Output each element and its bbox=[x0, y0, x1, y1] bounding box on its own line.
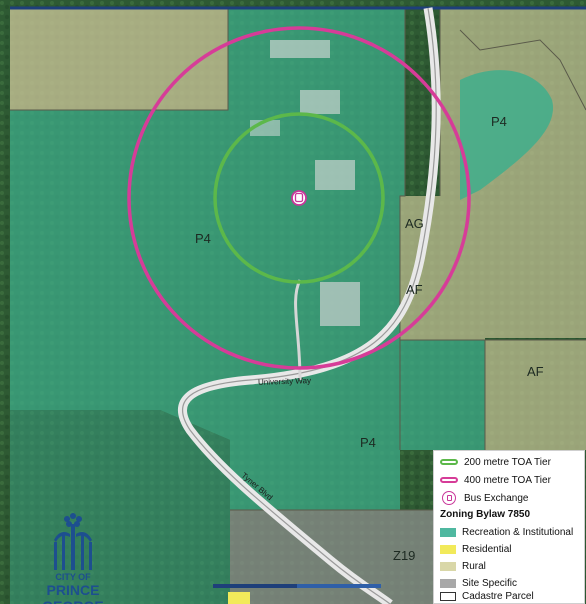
legend-row-cadastre: Cadastre Parcel bbox=[440, 589, 534, 603]
scale-bar-light bbox=[297, 584, 381, 588]
zone-label-z19: Z19 bbox=[393, 548, 416, 563]
legend-label-residential: Residential bbox=[462, 543, 512, 555]
zone-label-af: AF bbox=[406, 282, 423, 297]
tier-400-swatch bbox=[440, 477, 458, 483]
zone-label-p4-campus: P4 bbox=[195, 231, 211, 246]
legend-row-tier-200: 200 metre TOA Tier bbox=[440, 455, 551, 469]
legend-row-tier-400: 400 metre TOA Tier bbox=[440, 473, 551, 487]
logo-line-2: PRINCE GEORGE bbox=[42, 582, 103, 604]
zone-label-af-se: AF bbox=[527, 364, 544, 379]
scale-bar-dark bbox=[213, 584, 297, 588]
tier-400-circle bbox=[127, 26, 471, 370]
legend-label-tier-400: 400 metre TOA Tier bbox=[464, 474, 551, 486]
zone-label-ag: AG bbox=[405, 216, 424, 231]
bus-icon bbox=[442, 491, 456, 505]
tier-200-swatch bbox=[440, 459, 458, 465]
legend-row-rural: Rural bbox=[440, 559, 486, 573]
rural-zone-nw bbox=[10, 8, 228, 110]
legend-label-bus: Bus Exchange bbox=[464, 492, 529, 504]
highway-centerline bbox=[181, 7, 437, 604]
legend-label-recreation: Recreation & Institutional bbox=[462, 526, 574, 538]
legend-row-recreation: Recreation & Institutional bbox=[440, 525, 573, 539]
site-specific-swatch bbox=[440, 578, 456, 588]
institutional-zone-ne bbox=[460, 70, 554, 200]
rural-zone-af-se bbox=[485, 340, 586, 450]
institutional-zone-main bbox=[10, 8, 485, 510]
tier-200-circle bbox=[213, 112, 385, 284]
road-label-university-way: University Way bbox=[257, 376, 312, 387]
campus-access-road bbox=[294, 279, 302, 381]
zone-label-p4-south: P4 bbox=[360, 435, 376, 450]
bus-exchange-icon bbox=[291, 190, 307, 206]
logo-line-1: CITY OF bbox=[55, 572, 91, 582]
legend-label-site-specific: Site Specific bbox=[462, 577, 518, 589]
zone-label-p4-ne: P4 bbox=[491, 114, 507, 129]
legend-label-tier-200: 200 metre TOA Tier bbox=[464, 456, 551, 468]
cadastre-swatch bbox=[440, 591, 456, 601]
legend-row-site-specific: Site Specific bbox=[440, 576, 517, 590]
city-logo: CITY OF PRINCE GEORGE bbox=[18, 510, 128, 604]
map-legend: 200 metre TOA Tier 400 metre TOA Tier Bu… bbox=[433, 450, 585, 604]
residential-zone bbox=[228, 592, 250, 604]
legend-label-rural: Rural bbox=[462, 560, 486, 572]
legend-row-residential: Residential bbox=[440, 542, 511, 556]
recreation-swatch bbox=[440, 527, 456, 537]
city-logo-icon bbox=[54, 513, 92, 570]
legend-row-bus: Bus Exchange bbox=[440, 491, 529, 505]
residential-swatch bbox=[440, 544, 456, 554]
legend-label-cadastre: Cadastre Parcel bbox=[462, 590, 534, 602]
rural-swatch bbox=[440, 561, 456, 571]
legend-zoning-title: Zoning Bylaw 7850 bbox=[440, 509, 531, 520]
